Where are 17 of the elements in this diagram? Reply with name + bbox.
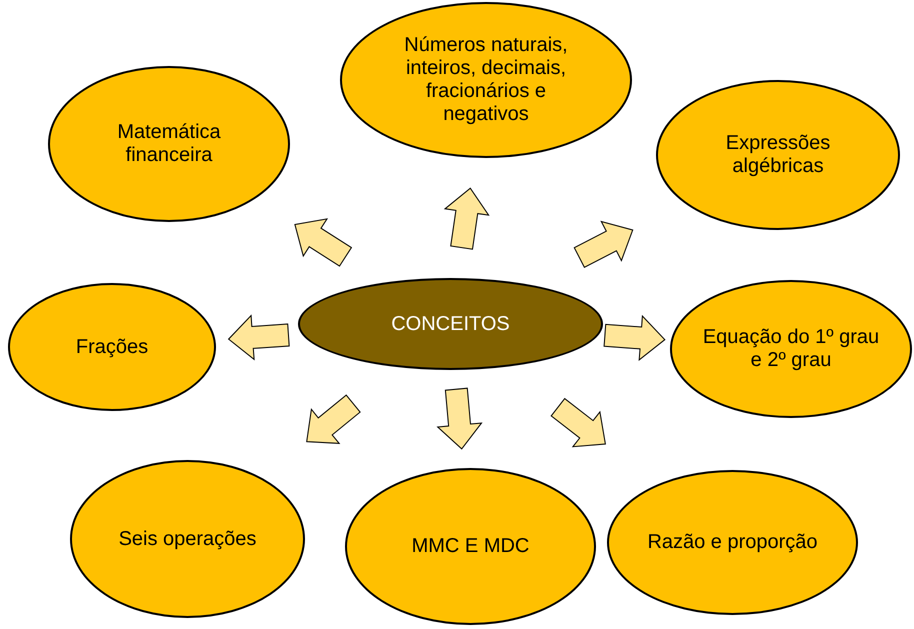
block-arrow: [604, 314, 666, 361]
block-arrow: [228, 314, 290, 360]
block-arrow: [436, 388, 483, 450]
node-label: CONCEITOS: [391, 312, 510, 336]
node-label: Matemática financeira: [116, 121, 222, 167]
node-label: Frações: [76, 336, 148, 358]
block-arrow: [294, 218, 352, 267]
node-label: Seis operações: [118, 528, 256, 550]
node-label: Expressões algébricas: [724, 132, 832, 178]
block-arrow: [574, 220, 634, 268]
node-label: Equação do 1º grau e 2º grau: [702, 326, 880, 372]
node-label: Números naturais, inteiros, decimais, fracionários e negativos: [403, 34, 569, 126]
block-arrow: [550, 398, 606, 448]
node-label: MMC E MDC: [412, 535, 530, 558]
block-arrow: [306, 394, 361, 444]
block-arrow: [444, 187, 490, 250]
node-label: Razão e proporção: [647, 531, 818, 554]
